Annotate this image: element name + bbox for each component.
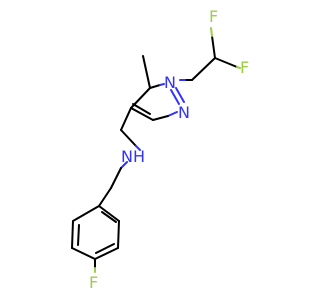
- f-bottom-label: F: [89, 273, 98, 292]
- f-right-label: F: [240, 58, 249, 77]
- bond-c5-n1: [149, 84, 161, 89]
- molecule-structure: F F N N NH F: [71, 7, 249, 292]
- n2-label: N: [178, 103, 190, 122]
- n1-label: N: [164, 73, 176, 92]
- f-top-label: F: [209, 7, 218, 26]
- molecule-canvas: F F N N NH F: [71, 7, 250, 292]
- bond-ring-4: [71, 247, 96, 260]
- bond-ch2-nh: [120, 129, 137, 147]
- bond-ring-3: [94, 247, 119, 260]
- bond-c4-ch2: [120, 107, 132, 131]
- bond-n1-n2: [175, 87, 185, 103]
- bond-nh-ch2: [110, 167, 122, 189]
- bond-ring-1: [98, 205, 120, 222]
- bond-ring-5-double: [77, 224, 80, 246]
- bond-ch2-ring: [98, 187, 112, 207]
- bond-ch2-nh-colored: [135, 145, 141, 151]
- bond-ring-3-double: [95, 243, 115, 254]
- bond-ring-6: [72, 205, 100, 222]
- bond-ring-1-double: [101, 211, 117, 223]
- bond-c4-c5: [130, 87, 151, 109]
- bond-ring-2: [117, 220, 120, 249]
- bond-n1-n2-b: [170, 89, 180, 105]
- bond-c-ch2-top: [191, 57, 216, 81]
- bond-c3-c4-double: [132, 103, 151, 115]
- bond-ring-5: [71, 220, 74, 249]
- bond-n2-c3: [167, 111, 178, 117]
- bond-chf2-f-top: [211, 35, 216, 59]
- bond-nh-ch2-colored: [120, 161, 128, 169]
- bond-chf2-f-right: [214, 57, 238, 68]
- bond-c5-methyl: [142, 55, 151, 89]
- nh-label: NH: [121, 147, 145, 166]
- bond-n2-c3-b: [152, 115, 169, 121]
- bond-c3-c4: [130, 107, 154, 121]
- bond-f-right-stub: [236, 66, 241, 69]
- bond-f-top-stub: [210, 27, 213, 37]
- bond-c5-n1-colored: [159, 83, 165, 86]
